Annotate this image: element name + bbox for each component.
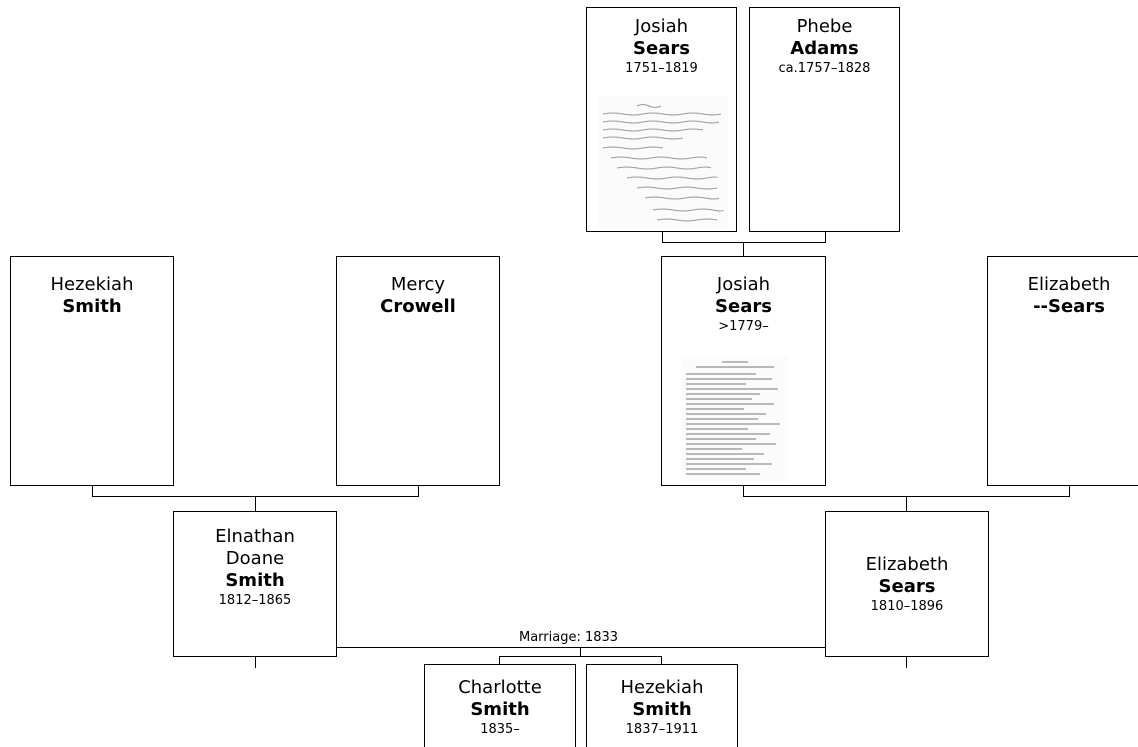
person-card-phebe-adams[interactable]: Phebe Adams ca.1757–1828 <box>749 7 900 232</box>
surname: --Sears <box>1033 296 1105 317</box>
given-name: Elizabeth <box>1027 274 1111 295</box>
surname: Smith <box>225 570 285 591</box>
person-card-elnathan-doane-smith[interactable]: Elnathan Doane Smith 1812–1865 <box>173 511 337 657</box>
connector-line <box>662 242 826 243</box>
life-dates: 1835– <box>480 722 520 737</box>
document-thumbnail[interactable] <box>682 357 788 481</box>
connector-line <box>255 496 256 512</box>
connector-line <box>255 656 256 668</box>
connector-line <box>499 656 662 657</box>
person-card-charlotte-smith[interactable]: Charlotte Smith 1835– <box>424 664 576 747</box>
handwritten-document-image <box>602 104 724 222</box>
connector-line <box>1069 485 1070 497</box>
given-name: Josiah <box>634 16 689 37</box>
document-thumbnail[interactable] <box>597 96 728 229</box>
given-name: Josiah <box>716 274 771 295</box>
connector-line <box>662 231 663 243</box>
surname: Smith <box>632 699 692 720</box>
life-dates: 1751–1819 <box>625 61 698 76</box>
given-name: Hezekiah <box>620 677 704 698</box>
given-name: Charlotte <box>458 677 542 698</box>
connector-line <box>580 647 581 657</box>
connector-line <box>825 231 826 243</box>
given-name: Elizabeth <box>865 554 949 575</box>
person-card-hezekiah-smith-sr[interactable]: Hezekiah Smith <box>10 256 174 486</box>
surname: Adams <box>790 38 859 59</box>
connector-line <box>906 656 907 668</box>
person-card-josiah-sears-1751[interactable]: Josiah Sears 1751–1819 <box>586 7 737 232</box>
printed-document-image <box>686 361 780 475</box>
given-name: Elnathan Doane <box>215 526 295 569</box>
surname: Sears <box>633 38 690 59</box>
person-card-elizabeth-sears[interactable]: Elizabeth Sears 1810–1896 <box>825 511 989 657</box>
life-dates: 1810–1896 <box>870 599 944 614</box>
connector-line <box>661 656 662 665</box>
person-card-hezekiah-smith-jr[interactable]: Hezekiah Smith 1837–1911 <box>586 664 738 747</box>
life-dates: >1779– <box>718 319 769 334</box>
given-name: Hezekiah <box>50 274 134 295</box>
person-card-elizabeth-sears-elder[interactable]: Elizabeth --Sears <box>987 256 1138 486</box>
life-dates: ca.1757–1828 <box>778 61 871 76</box>
connector-line <box>906 496 907 512</box>
surname: Smith <box>62 296 122 317</box>
surname: Sears <box>715 296 772 317</box>
marriage-label: Marriage: 1833 <box>518 630 620 646</box>
given-name: Phebe <box>796 16 853 37</box>
connector-line <box>743 242 744 257</box>
connector-line <box>92 485 93 497</box>
surname: Crowell <box>380 296 456 317</box>
life-dates: 1812–1865 <box>218 593 292 608</box>
life-dates: 1837–1911 <box>625 722 699 737</box>
surname: Sears <box>878 576 936 597</box>
person-card-josiah-sears-1779[interactable]: Josiah Sears >1779– <box>661 256 826 486</box>
connector-line <box>743 485 744 497</box>
person-card-mercy-crowell[interactable]: Mercy Crowell <box>336 256 500 486</box>
surname: Smith <box>470 699 530 720</box>
marriage-line <box>255 647 907 648</box>
connector-line <box>418 485 419 497</box>
given-name: Mercy <box>390 274 446 295</box>
connector-line <box>499 656 500 665</box>
